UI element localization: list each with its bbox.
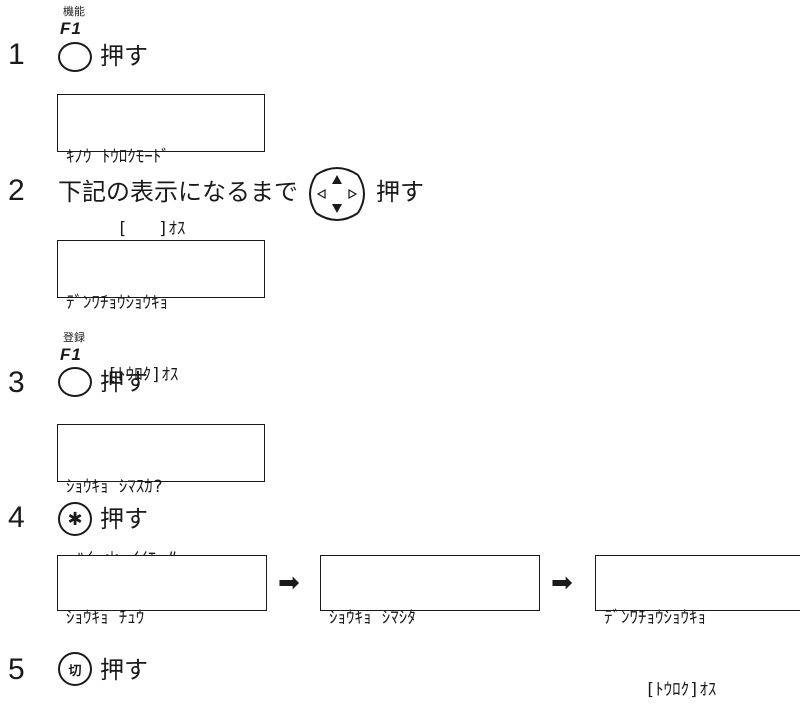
lcd-line-1: ｼｮｳｷｮ ｼﾏｽｶ? <box>66 477 163 497</box>
lcd-line-1: ｷﾉｳ ﾄｳﾛｸﾓｰﾄﾞ <box>66 147 170 167</box>
step-4-number: 4 <box>8 501 25 534</box>
right-arrow-icon: ➡ <box>278 568 300 598</box>
off-key-icon: 切 <box>58 652 92 686</box>
f1-key-icon <box>58 367 92 397</box>
lcd-line-1: ﾃﾞﾝﾜﾁｮｳｼｮｳｷｮ <box>66 293 168 313</box>
lcd-display-cleared: ｼｮｳｷｮ ｼﾏｼﾀ <box>320 555 540 628</box>
step-5-action: 押す <box>100 656 148 684</box>
step-5-number: 5 <box>8 653 25 686</box>
step-2-prefix: 下記の表示になるまで <box>58 178 298 206</box>
lcd-display-step-3: ｼｮｳｷｮ ｼﾏｽｶ? ﾊｲ=＊ ｲｲｴ=# <box>57 424 265 569</box>
f1-key-label: F1 <box>60 345 82 364</box>
lcd-line-1: ｼｮｳｷｮ ﾁｭｳ <box>66 608 145 628</box>
step-4-action: 押す <box>100 505 148 533</box>
lcd-display-clearing: ｼｮｳｷｮ ﾁｭｳ <box>57 555 267 628</box>
step-1-action: 押す <box>100 42 148 70</box>
lcd-line-2: [ﾄｳﾛｸ]ｵｽ <box>66 365 179 385</box>
lcd-line-2 <box>329 678 531 702</box>
f1-key-label: F1 <box>60 19 82 38</box>
asterisk-key-icon: ✱ <box>58 502 92 536</box>
key-label-touroku: 登録 <box>63 331 85 344</box>
right-arrow-icon: ➡ <box>551 568 573 598</box>
lcd-display-step-1: ｷﾉｳ ﾄｳﾛｸﾓｰﾄﾞ [ ]ｵｽ <box>57 94 265 239</box>
key-label-kinou: 機能 <box>63 5 85 18</box>
lcd-line-2: [ ]ｵｽ <box>66 219 186 239</box>
step-1-number: 1 <box>8 38 25 71</box>
step-3-action: 押す <box>100 368 148 396</box>
navigation-pad-icon <box>308 165 366 223</box>
lcd-line-2 <box>66 678 258 702</box>
step-3-number: 3 <box>8 366 25 399</box>
f1-key-icon <box>58 42 92 72</box>
step-2-number: 2 <box>8 174 25 207</box>
step-2-action: 押す <box>376 178 424 206</box>
lcd-line-2: [ﾄｳﾛｸ]ｵｽ <box>604 680 717 700</box>
lcd-line-1: ｼｮｳｷｮ ｼﾏｼﾀ <box>329 608 416 628</box>
lcd-display-final: ﾃﾞﾝﾜﾁｮｳｼｮｳｷｮ [ﾄｳﾛｸ]ｵｽ <box>595 555 800 700</box>
lcd-display-step-2: ﾃﾞﾝﾜﾁｮｳｼｮｳｷｮ [ﾄｳﾛｸ]ｵｽ <box>57 240 265 385</box>
lcd-line-1: ﾃﾞﾝﾜﾁｮｳｼｮｳｷｮ <box>604 608 706 628</box>
